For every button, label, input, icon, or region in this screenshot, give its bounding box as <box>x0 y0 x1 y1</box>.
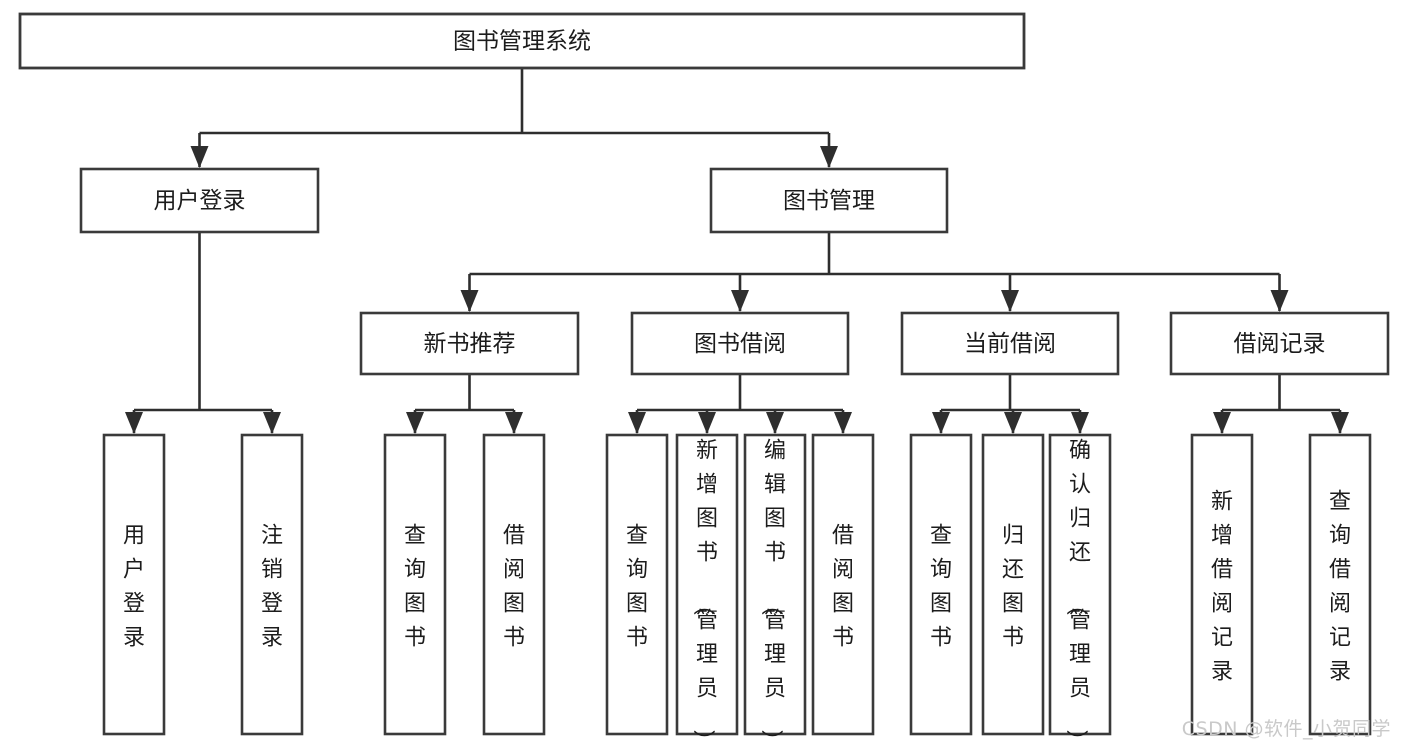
node-leaf-0-box[interactable] <box>102 433 166 736</box>
node-level3-2-label: 当前借阅 <box>964 331 1056 357</box>
leaf-nodes: 用户登录 注销登录 查询图书 借阅图书 查询图书 新增图书（管理员） 编辑图书（管理员） 借阅… <box>102 433 1372 747</box>
node-leaf-2[interactable]: 查询图书 <box>383 433 447 736</box>
node-leaf-6-label: 编辑图书（管理员） <box>758 439 786 747</box>
node-level3-0[interactable]: 新书推荐 <box>359 311 580 376</box>
node-leaf-9[interactable]: 归还图书 <box>981 433 1045 736</box>
node-level2-0-box[interactable] <box>79 167 320 234</box>
node-leaf-3-label: 借阅图书 <box>503 524 525 651</box>
node-leaf-2-box[interactable] <box>383 433 447 736</box>
node-leaf-8-box[interactable] <box>909 433 973 736</box>
node-leaf-5-box[interactable] <box>675 433 739 736</box>
node-leaf-9-box[interactable] <box>981 433 1045 736</box>
node-root[interactable]: 图书管理系统 <box>18 12 1026 70</box>
node-leaf-4-label: 查询图书 <box>626 524 648 651</box>
node-leaf-12-label: 查询借阅记录 <box>1329 490 1351 685</box>
node-leaf-4-box[interactable] <box>605 433 669 736</box>
arrow-heads <box>125 146 1349 434</box>
node-leaf-1-box[interactable] <box>240 433 304 736</box>
node-level3-2[interactable]: 当前借阅 <box>900 311 1120 376</box>
node-leaf-12[interactable]: 查询借阅记录 <box>1308 433 1372 736</box>
node-level2-0[interactable]: 用户登录 <box>79 167 320 234</box>
level2-nodes: 用户登录 图书管理 <box>79 167 949 234</box>
node-root-box[interactable] <box>18 12 1026 70</box>
node-leaf-7[interactable]: 借阅图书 <box>811 433 875 736</box>
node-leaf-10-label: 确认归还（管理员） <box>1063 439 1091 747</box>
node-leaf-0[interactable]: 用户登录 <box>102 433 166 736</box>
node-leaf-6-box[interactable] <box>743 433 807 736</box>
node-level3-3[interactable]: 借阅记录 <box>1169 311 1390 376</box>
node-level2-1-box[interactable] <box>709 167 949 234</box>
node-leaf-8[interactable]: 查询图书 <box>909 433 973 736</box>
node-leaf-9-label: 归还图书 <box>1002 524 1024 651</box>
node-leaf-1-label: 注销登录 <box>261 524 283 651</box>
node-leaf-11[interactable]: 新增借阅记录 <box>1190 433 1254 736</box>
node-level3-0-box[interactable] <box>359 311 580 376</box>
node-leaf-11-label: 新增借阅记录 <box>1211 490 1233 685</box>
node-level3-1-box[interactable] <box>630 311 850 376</box>
node-leaf-6[interactable]: 编辑图书（管理员） <box>743 433 807 747</box>
node-leaf-12-box[interactable] <box>1308 433 1372 736</box>
node-level3-2-box[interactable] <box>900 311 1120 376</box>
node-leaf-7-label: 借阅图书 <box>832 524 854 651</box>
connector-lines <box>132 68 1342 433</box>
node-leaf-3-box[interactable] <box>482 433 546 736</box>
node-leaf-5-label: 新增图书（管理员） <box>690 439 718 747</box>
node-leaf-7-box[interactable] <box>811 433 875 736</box>
node-level3-1-label: 图书借阅 <box>694 331 786 357</box>
node-leaf-8-label: 查询图书 <box>930 524 952 651</box>
node-leaf-4[interactable]: 查询图书 <box>605 433 669 736</box>
node-leaf-3[interactable]: 借阅图书 <box>482 433 546 736</box>
node-root-label: 图书管理系统 <box>453 29 591 55</box>
node-leaf-1[interactable]: 注销登录 <box>240 433 304 736</box>
csdn-watermark: CSDN @软件_小贺同学 <box>1181 718 1391 740</box>
node-leaf-5[interactable]: 新增图书（管理员） <box>675 433 739 747</box>
node-level3-1[interactable]: 图书借阅 <box>630 311 850 376</box>
node-level3-3-label: 借阅记录 <box>1234 331 1326 357</box>
node-level3-3-box[interactable] <box>1169 311 1390 376</box>
level3-nodes: 新书推荐 图书借阅 当前借阅 借阅记录 <box>359 311 1390 376</box>
node-leaf-2-label: 查询图书 <box>404 524 426 651</box>
node-leaf-0-label: 用户登录 <box>123 524 145 651</box>
node-leaf-11-box[interactable] <box>1190 433 1254 736</box>
node-level2-0-label: 用户登录 <box>154 188 246 214</box>
node-level3-0-label: 新书推荐 <box>424 331 516 357</box>
node-level2-1[interactable]: 图书管理 <box>709 167 949 234</box>
node-leaf-10[interactable]: 确认归还（管理员） <box>1048 433 1112 747</box>
node-leaf-10-box[interactable] <box>1048 433 1112 736</box>
node-level2-1-label: 图书管理 <box>783 188 875 214</box>
